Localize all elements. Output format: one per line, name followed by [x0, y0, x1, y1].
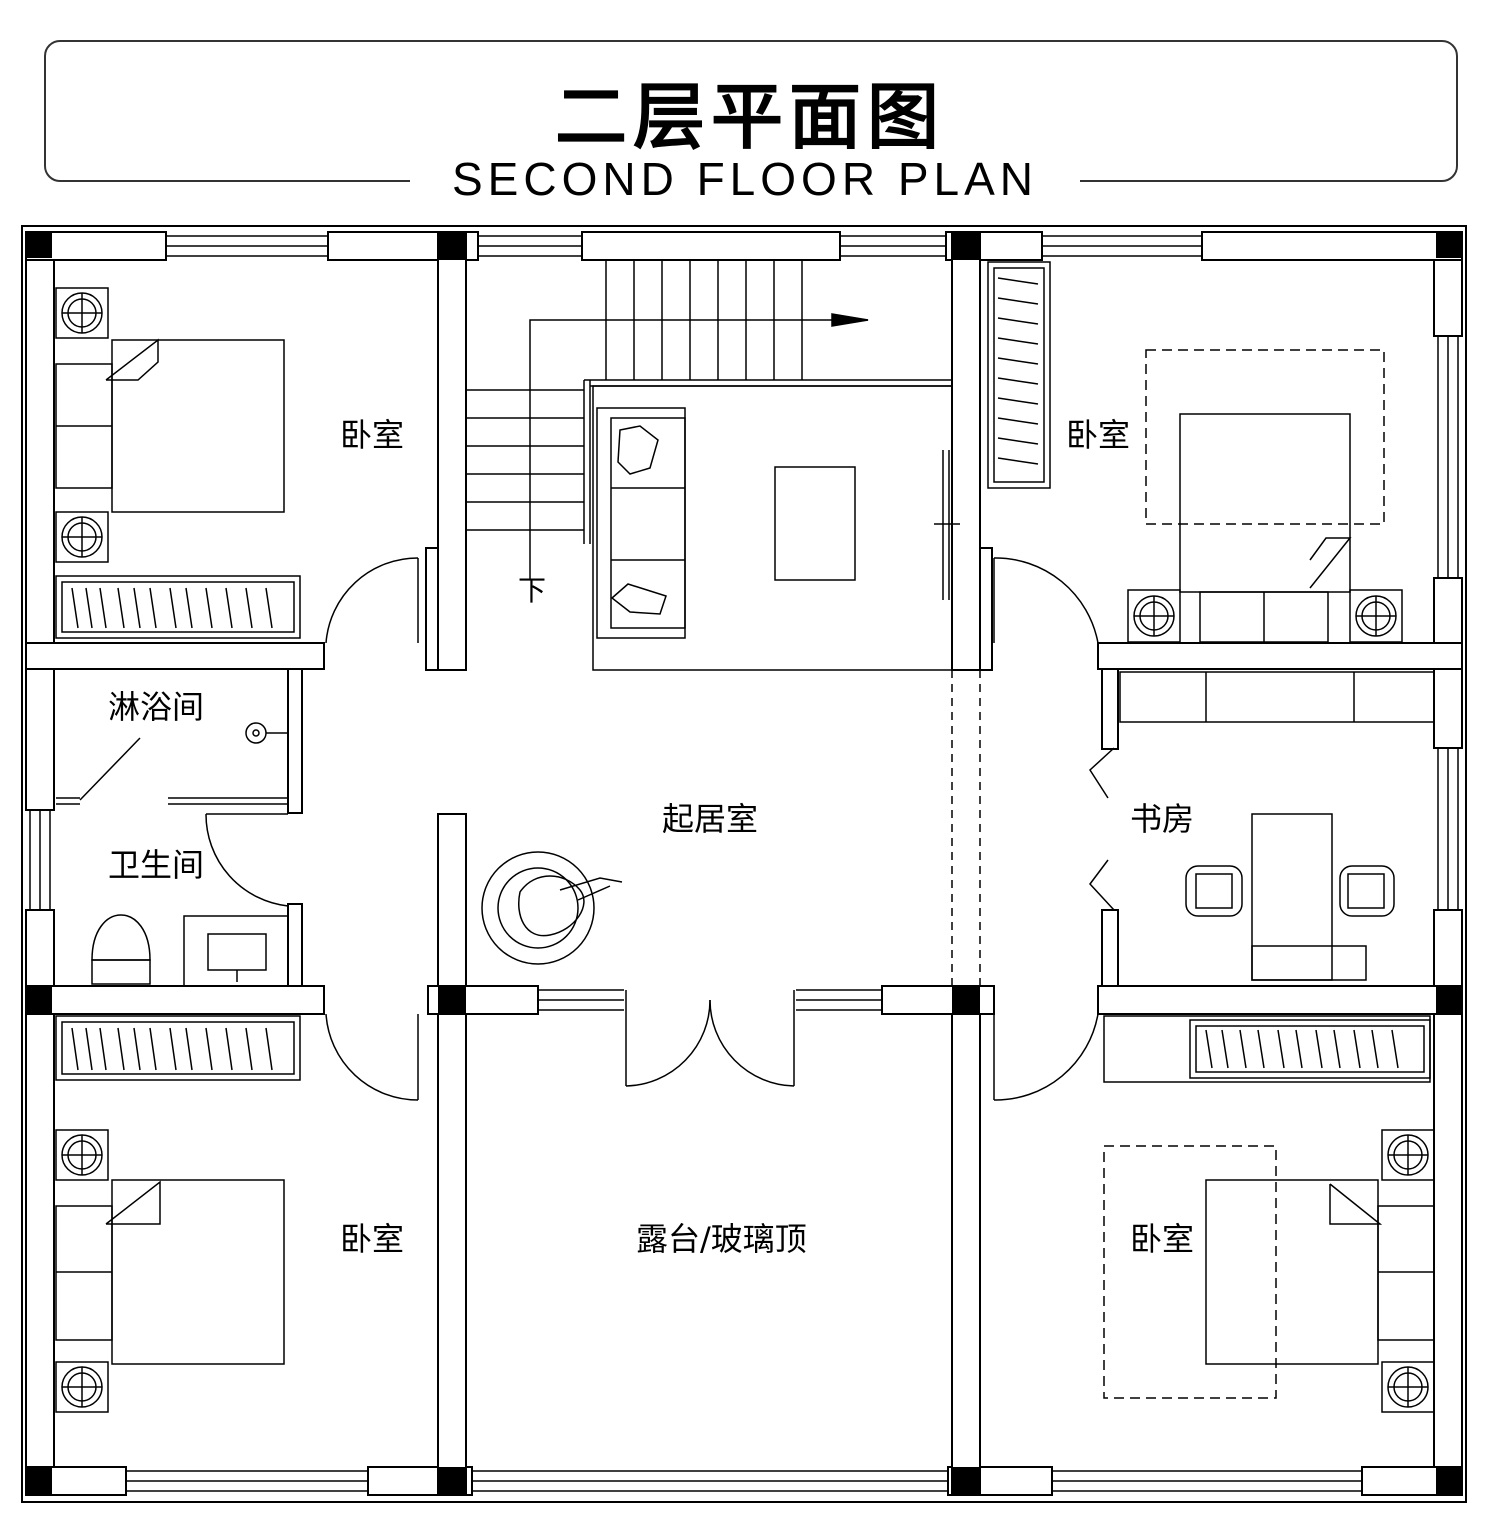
bed-top-left [55, 287, 301, 639]
label-living-room: 起居室 [662, 800, 758, 838]
label-shower-room: 淋浴间 [108, 688, 204, 726]
label-bathroom: 卫生间 [108, 846, 204, 884]
walls [25, 231, 1463, 1496]
doors [56, 450, 1115, 1101]
staircase [466, 260, 952, 580]
label-bedroom-top-right: 卧室 [1066, 416, 1130, 454]
label-bedroom-bottom-left: 卧室 [340, 1220, 404, 1258]
outer-boundary [21, 225, 1467, 1503]
living-furniture [481, 385, 953, 965]
label-bedroom-top-left: 卧室 [340, 416, 404, 454]
columns [26, 232, 1462, 1495]
study-furniture [1119, 671, 1435, 981]
bed-bottom-right [1103, 1015, 1435, 1413]
windows [29, 235, 1459, 1492]
bathroom-fixtures [91, 722, 289, 987]
bed-bottom-left [55, 1015, 301, 1413]
plan-title: 二层平面图 [554, 75, 945, 159]
label-bedroom-bottom-right: 卧室 [1130, 1220, 1194, 1258]
label-terrace: 露台/玻璃顶 [636, 1220, 807, 1258]
bed-top-right [987, 261, 1403, 643]
label-stair-down: 下 [518, 574, 546, 607]
plan-subtitle: SECOND FLOOR PLAN [410, 152, 1080, 206]
label-study: 书房 [1130, 800, 1194, 838]
